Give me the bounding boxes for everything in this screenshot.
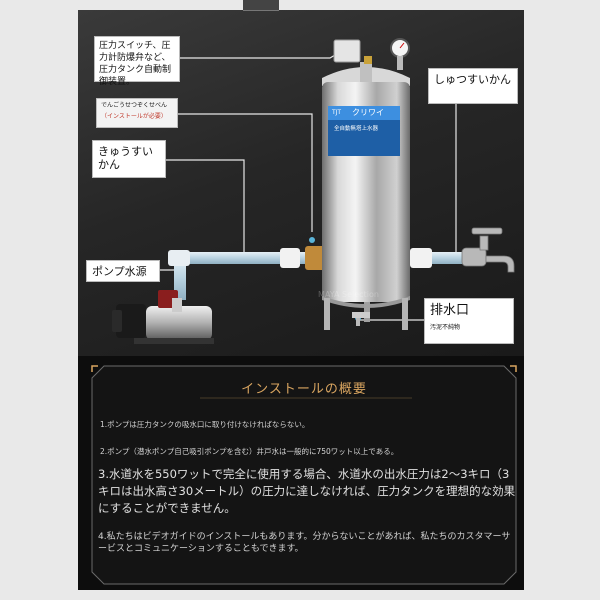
install-note-1: 1.ポンプは圧力タンクの吸水口に取り付けなければならない。 (100, 420, 310, 429)
outlet-pipe-label: しゅつすいかん (428, 68, 518, 104)
drain-note: 汚泥不純物 (430, 323, 461, 331)
tank-brand: クリワイ (352, 108, 384, 117)
drain-label: 排水口 汚泥不純物 (424, 298, 514, 344)
install-note-2: 2.ポンプ（潜水ポンプ自己吸引ポンプを含む）井戸水は一般的に750ワット以上であ… (100, 447, 399, 456)
tank-label-plate (328, 106, 400, 156)
hanger-notch (243, 0, 279, 11)
pressure-switch-label: 圧力スイッチ、圧力計防爆弁など、圧力タンク自動制御装置。 (94, 36, 180, 87)
watermark: MAYA Selection (318, 290, 379, 299)
option-label: でんごうせつぞくせべん （インストールが必要） (96, 98, 178, 128)
leader-lines (160, 51, 457, 321)
outlet-pipe (404, 248, 464, 268)
option-title: でんごうせつぞくせべん (101, 102, 168, 109)
install-note-4: 4.私たちはビデオガイドのインストールもあります。分からないことがあれば、私たち… (98, 532, 511, 554)
drain-title: 排水口 (430, 303, 470, 318)
tank-subtitle: 全自動無塔上水器 (334, 126, 379, 132)
install-title: インストールの概要 (241, 382, 367, 397)
intake-pipe (168, 246, 327, 300)
pressure-tank (322, 38, 410, 330)
pump-icon (112, 290, 214, 344)
faucet-icon (461, 227, 515, 273)
pump-source-label: ポンプ水源 (86, 260, 160, 282)
intake-pipe-label: きゅうすいかん (92, 140, 166, 178)
tank-logo: TJT (332, 109, 342, 116)
install-note-3: 3.水道水を550ワットで完全に使用する場合、水道水の出水圧力は2～3キロ（3キ… (98, 467, 516, 515)
option-note: （インストールが必要） (101, 113, 167, 121)
